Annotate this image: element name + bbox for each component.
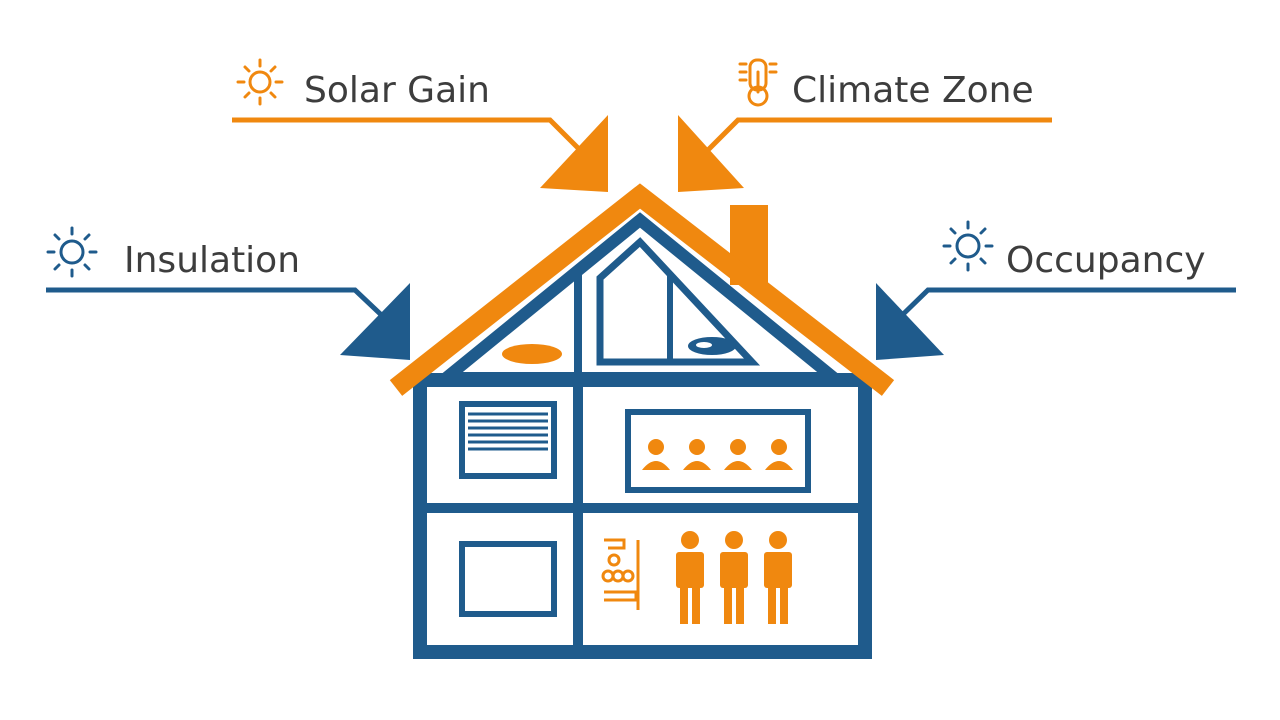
people-icon (676, 531, 792, 624)
factor-occupancy: Occupancy (876, 220, 1236, 360)
factor-solar-gain: Solar Gain (232, 58, 608, 192)
people-icon (625, 409, 811, 493)
arrow-line (696, 117, 1052, 162)
radiator-icon (601, 538, 640, 610)
factor-insulation: Insulation (46, 226, 410, 360)
house (389, 183, 895, 659)
factor-label: Climate Zone (792, 70, 1034, 111)
factor-label: Occupancy (1006, 240, 1206, 281)
roof (389, 183, 895, 396)
arrow-line (232, 117, 592, 162)
factor-label: Insulation (124, 240, 300, 281)
sun-icon (46, 226, 98, 278)
window-blinds-icon (459, 401, 557, 479)
factor-label: Solar Gain (304, 70, 490, 111)
arrow-head (540, 115, 608, 192)
arrow-head (678, 115, 744, 192)
arrow-line (890, 287, 1236, 327)
window-icon (459, 541, 557, 617)
insulation-icon (502, 344, 562, 364)
thermometer-icon (738, 58, 778, 107)
arrow-line (46, 287, 394, 327)
arrow-head (340, 283, 410, 360)
sun-icon (942, 220, 994, 272)
sun-icon (236, 58, 284, 106)
window-icon (596, 237, 761, 366)
arrow-head (876, 283, 944, 360)
factor-climate-zone: Climate Zone (678, 58, 1052, 192)
